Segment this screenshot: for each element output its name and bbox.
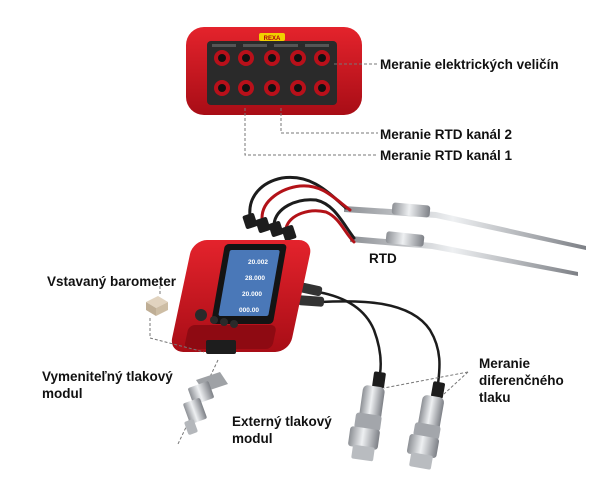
top-unit: REXA	[186, 27, 362, 115]
label-rtd-channel-2: Meranie RTD kanál 2	[380, 127, 513, 142]
label-replaceable-module: Vymeniteľný tlakový modul	[42, 368, 173, 402]
screen-reading: 20.000	[242, 291, 262, 298]
rtd-probe-1-grip	[391, 202, 431, 218]
terminal-jack-socket	[294, 54, 302, 62]
label-external-module: Externý tlakový modul	[232, 413, 332, 447]
rtd-probe-1	[344, 206, 586, 250]
rtd-probe-2-grip	[385, 231, 425, 247]
brand-text: REXA	[264, 36, 281, 42]
terminal-jack-socket	[318, 84, 326, 92]
label-diff-line-2: diferenčného	[479, 373, 564, 388]
terminal-group-marker	[305, 44, 329, 47]
terminal-jack-socket	[268, 54, 276, 62]
terminal-jack-socket	[268, 84, 276, 92]
module-slot	[206, 340, 236, 354]
terminal-group-marker	[243, 44, 267, 47]
power-button[interactable]	[195, 309, 207, 321]
screen-reading: 000.00	[239, 307, 259, 314]
function-button[interactable]	[210, 316, 218, 324]
handheld-calibrator: 20.002 28.000 20.000 000.00	[171, 240, 311, 354]
external-pressure-module-2	[406, 381, 445, 470]
label-rtd: RTD	[369, 251, 397, 266]
screen-reading: 20.002	[248, 259, 268, 266]
terminal-jack-socket	[218, 54, 226, 62]
rtd-probes	[344, 202, 586, 276]
function-button[interactable]	[230, 320, 238, 328]
rtd-probe-2	[350, 236, 578, 276]
label-diff-line-1: Meranie	[479, 356, 531, 371]
terminal-group-marker	[274, 44, 298, 47]
device-screen	[218, 250, 280, 316]
terminal-jack-socket	[242, 54, 250, 62]
replaceable-pressure-module	[177, 359, 228, 445]
label-replaceable-line-1: Vymeniteľný tlakový	[42, 369, 173, 384]
leader-lines-diff	[383, 371, 469, 395]
label-replaceable-line-2: modul	[42, 386, 83, 401]
screen-readings: 20.002 28.000 20.000 000.00	[239, 259, 268, 314]
label-electrical-measurement: Meranie elektrických veličín	[380, 57, 559, 72]
leader-lines-barometer	[149, 286, 205, 353]
function-button[interactable]	[220, 318, 228, 326]
label-external-line-1: Externý tlakový	[232, 414, 332, 429]
label-barometer: Vstavaný barometer	[47, 274, 177, 289]
rtd-cables	[248, 175, 356, 244]
terminal-group-marker	[212, 44, 236, 47]
label-diff-line-3: tlaku	[479, 390, 511, 405]
label-differential-pressure: Meranie diferenčného tlaku	[479, 355, 564, 406]
label-rtd-channel-1: Meranie RTD kanál 1	[380, 148, 513, 163]
screen-reading: 28.000	[245, 275, 265, 282]
external-pressure-module-1	[348, 371, 386, 462]
terminal-jacks	[212, 44, 330, 96]
brand-badge	[259, 33, 285, 41]
terminal-jack-socket	[242, 84, 250, 92]
pressure-cables	[316, 290, 441, 386]
label-external-line-2: modul	[232, 431, 273, 446]
terminal-jack-socket	[318, 54, 326, 62]
leader-lines-top	[244, 63, 378, 156]
terminal-jack-socket	[218, 84, 226, 92]
barometer-chip	[146, 296, 168, 316]
terminal-jack-socket	[294, 84, 302, 92]
rtd-connectors	[242, 213, 297, 241]
